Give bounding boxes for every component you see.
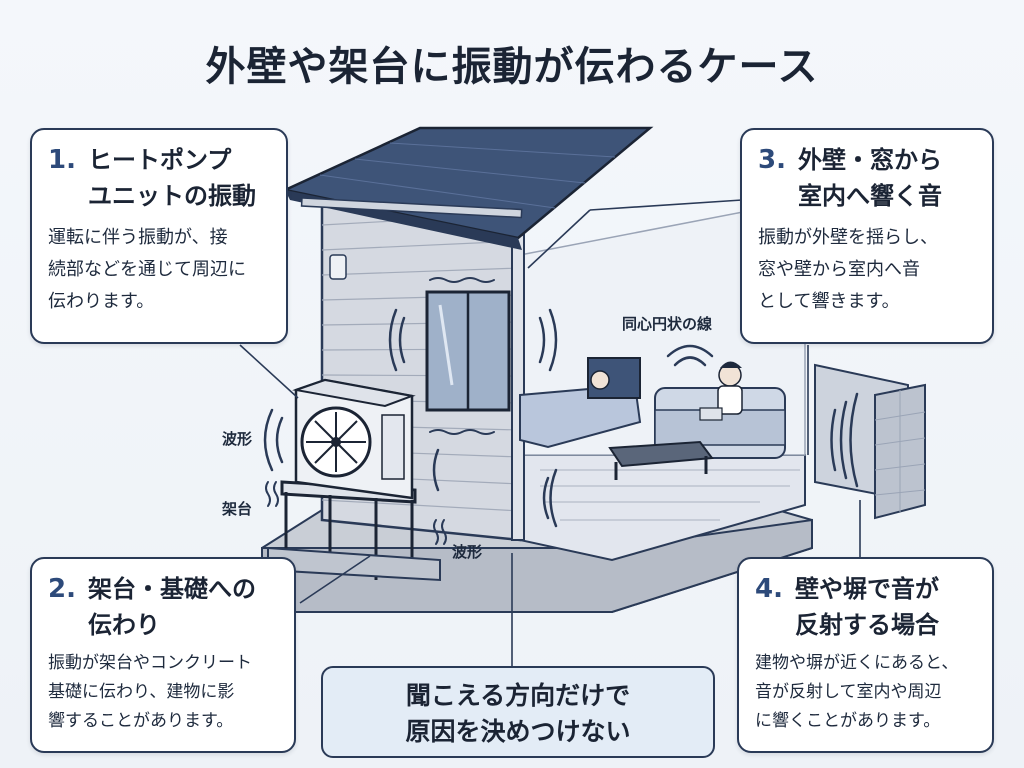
card-body: 運転に伴う振動が、接 続部などを通じて周辺に 伝わります。	[48, 227, 246, 312]
card-body: 振動が架台やコンクリート 基礎に伝わり、建物に影 響することがあります。	[48, 653, 252, 731]
card-number: 2.	[48, 574, 76, 604]
card-stand-foundation: 2. 架台・基礎への 伝わり 振動が架台やコンクリート 基礎に伝わり、建物に影 …	[30, 557, 296, 753]
card-body: 振動が外壁を揺らし、 窓や壁から室内へ音 として響きます。	[758, 227, 938, 312]
card-title: 外壁・窓から 室内へ響く音	[797, 146, 942, 210]
label-concentric: 同心円状の線	[622, 315, 713, 333]
card-number: 3.	[758, 145, 786, 175]
card-title: ヒートポンプ ユニットの振動	[87, 146, 256, 210]
card-wall-reflection: 4. 壁や塀で音が 反射する場合 建物や塀が近くにあると、 音が反射して室内や周…	[737, 557, 994, 753]
roof	[281, 126, 654, 240]
coffee-table	[608, 440, 714, 468]
label-wave-left: 波形	[222, 430, 253, 448]
card-heat-pump-vibration: 1. ヒートポンプ ユニットの振動 運転に伴う振動が、接 続部などを通じて周辺に…	[30, 128, 288, 344]
card-wall-window-sound: 3. 外壁・窓から 室内へ響く音 振動が外壁を揺らし、 窓や壁から室内へ音 とし…	[740, 128, 994, 344]
label-wave-bottom: 波形	[452, 543, 483, 561]
wave-lines	[265, 277, 495, 545]
label-stand: 架台	[222, 500, 253, 518]
heat-pump-unit	[292, 378, 416, 500]
card-title: 架台・基礎への 伝わり	[87, 575, 256, 639]
page-title: 外壁や架台に振動が伝わるケース	[205, 44, 819, 90]
leader-lines	[239, 199, 861, 668]
card-number: 4.	[755, 574, 783, 604]
card-title: 壁や塀で音が 反射する場合	[794, 575, 939, 639]
key-message-box: 聞こえる方向だけで 原因を決めつけない	[321, 666, 715, 758]
vibration-arcs	[263, 308, 859, 528]
card-body: 建物や塀が近くにあると、 音が反射して室内や周辺 に響くことがあります。	[755, 653, 959, 731]
card-number: 1.	[48, 145, 76, 175]
